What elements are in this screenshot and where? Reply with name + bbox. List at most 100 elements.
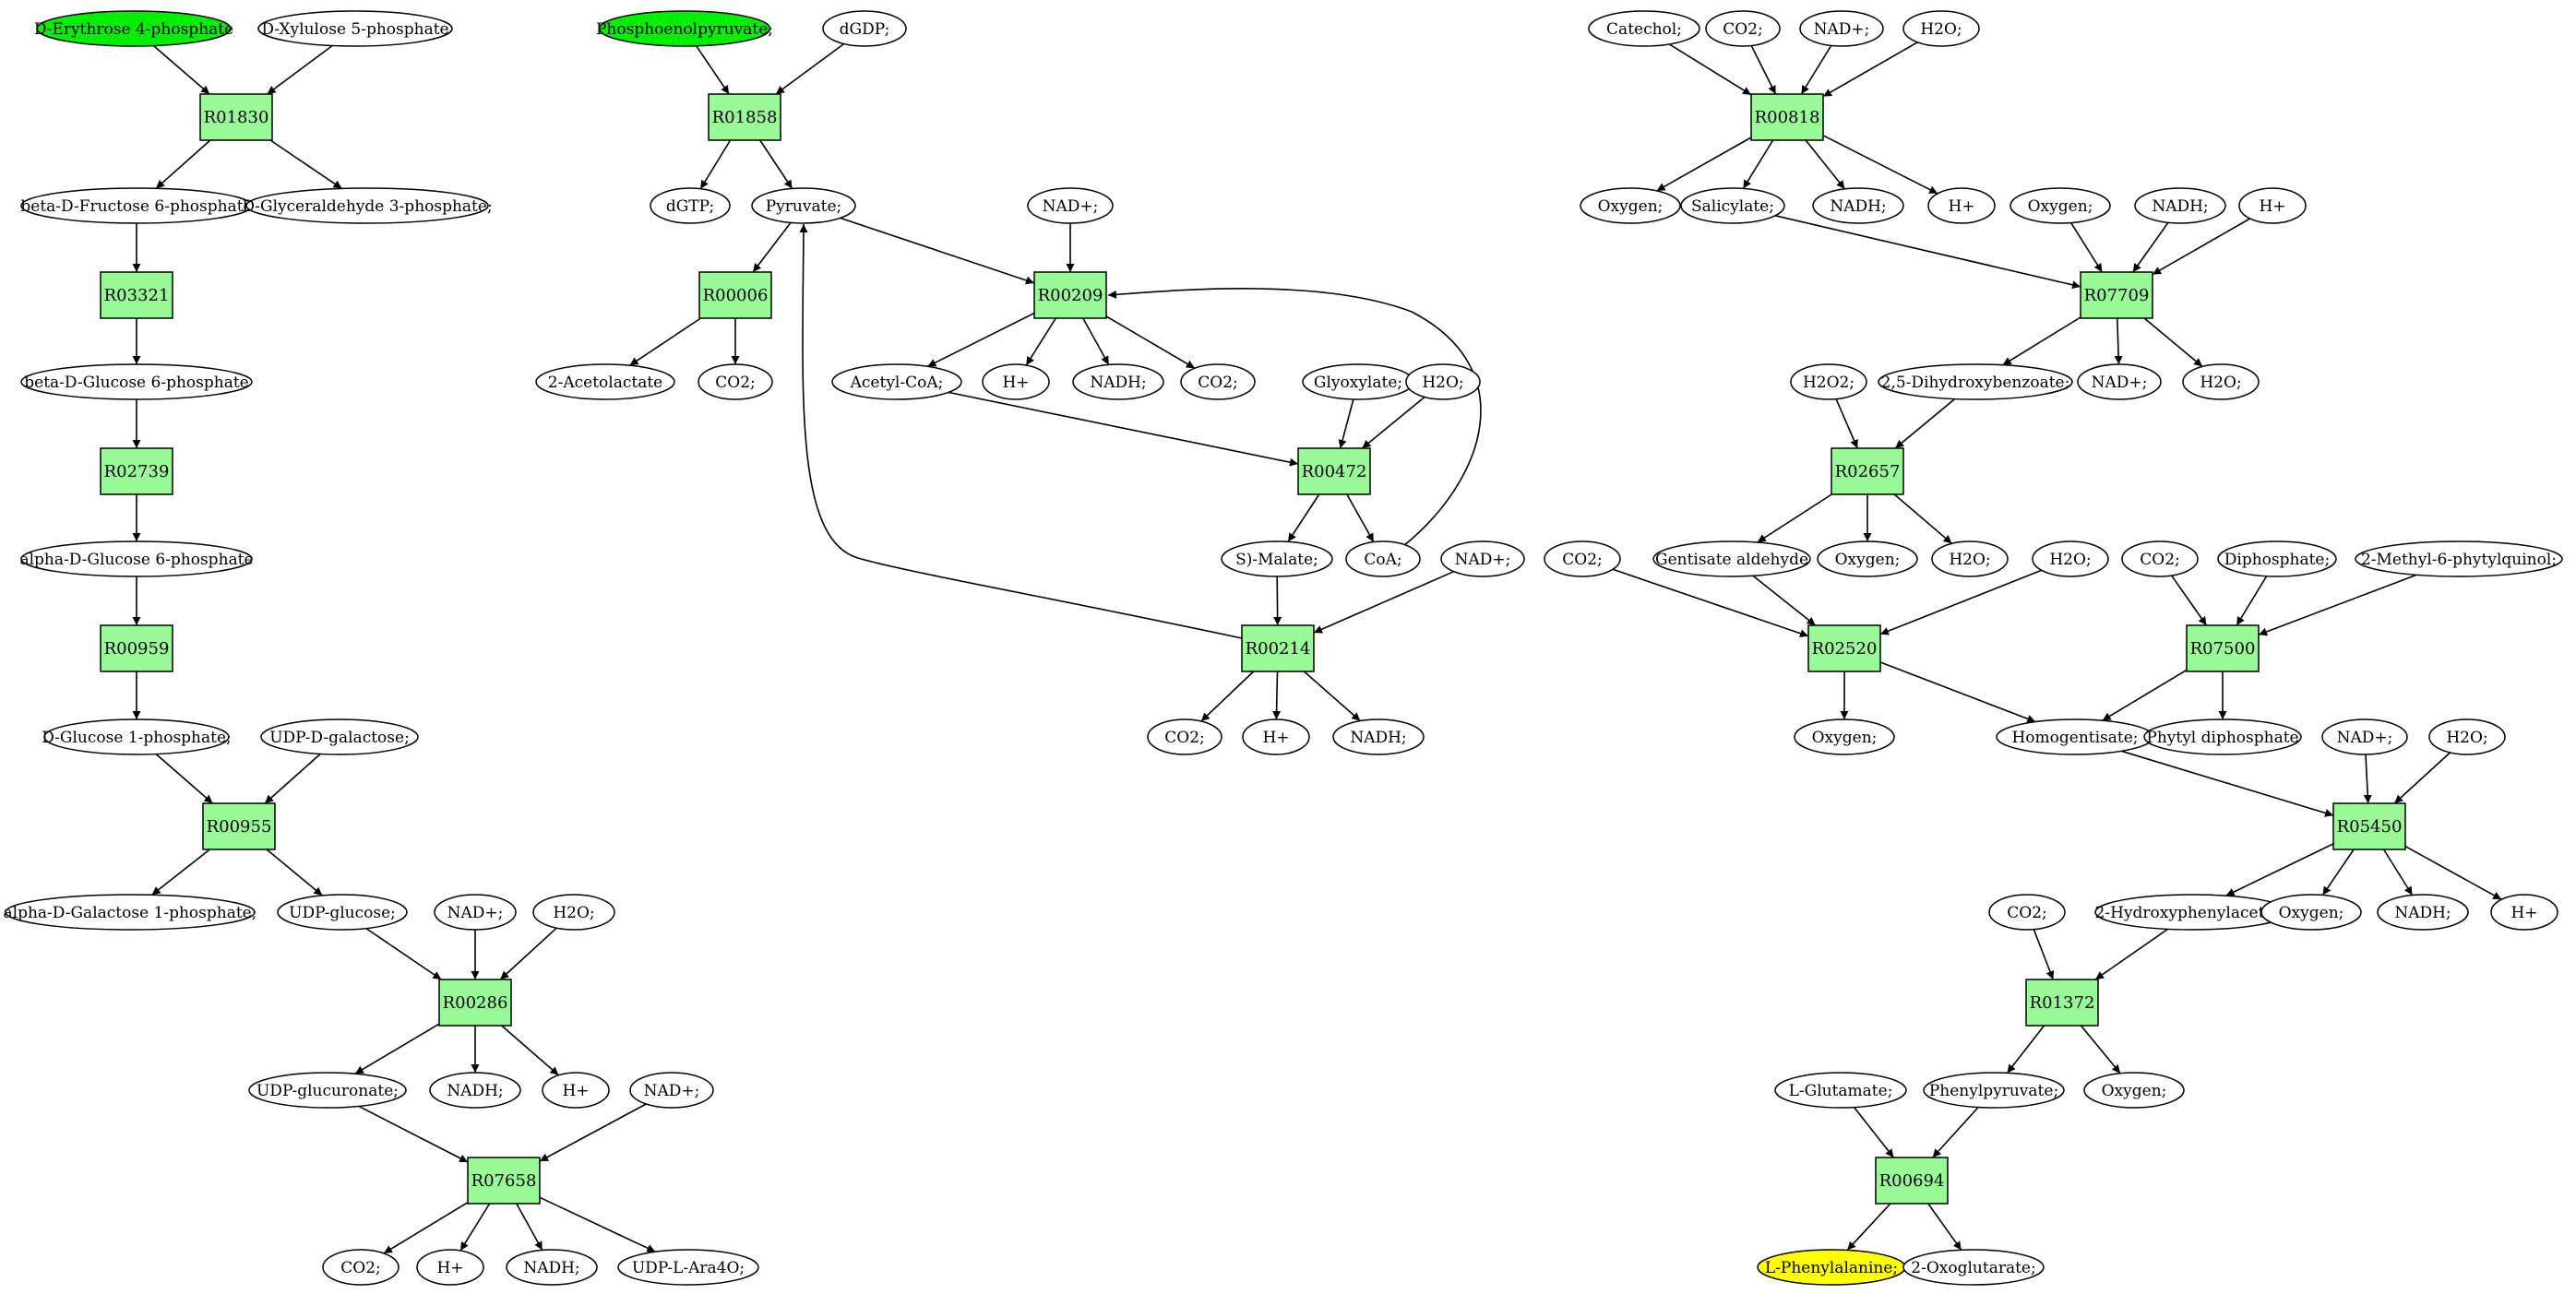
reaction-node-R07500: R07500 — [2186, 624, 2260, 672]
edge-R01830-to-c3 — [155, 139, 211, 189]
edge-R02520-to-c64 — [1879, 661, 2036, 723]
compound-label: 2-Acetolactate — [548, 374, 662, 392]
compound-ellipse — [2377, 894, 2469, 931]
compound-ellipse — [1580, 187, 1681, 224]
edge-c28-to-R00472 — [948, 391, 1299, 467]
reaction-label: R01372 — [2030, 993, 2095, 1013]
edge-R00472-to-c35 — [1346, 493, 1375, 542]
edge-R01372-to-c74 — [2006, 1025, 2045, 1074]
compound-label: dGDP; — [840, 20, 890, 39]
reaction-label: R02520 — [1812, 639, 1878, 659]
compound-ellipse — [1817, 540, 1918, 577]
compound-node-c68: CO2; — [1988, 894, 2066, 931]
edge-R07709-to-c54 — [2143, 317, 2203, 368]
reaction-box — [1750, 93, 1824, 141]
compound-label: NADH; — [1350, 729, 1406, 747]
edge-R02657-to-c57 — [1893, 493, 1953, 544]
compound-node-c45: Salicylate; — [1680, 187, 1785, 224]
reaction-label: R07658 — [471, 1171, 537, 1191]
compound-ellipse — [1680, 187, 1785, 224]
reaction-label: R05450 — [2337, 817, 2403, 837]
compound-node-c48: Oxygen; — [2010, 187, 2111, 224]
compound-node-c16: NAD+; — [629, 1072, 714, 1109]
compound-node-c67: H2O; — [2428, 718, 2506, 755]
compound-label: CO2; — [1164, 729, 1205, 747]
compound-ellipse — [2355, 540, 2563, 577]
edge-R05450-to-c69 — [2225, 843, 2334, 896]
compound-node-c56: Oxygen; — [1817, 540, 1918, 577]
edge-R07500-to-c64 — [2102, 669, 2188, 721]
compound-label: NADH; — [2152, 197, 2208, 216]
compound-label: NADH; — [523, 1259, 579, 1277]
compound-label: dGTP; — [666, 197, 714, 216]
reaction-label: R01858 — [712, 108, 778, 127]
compound-node-c65: Phytyl diphosphate — [2143, 718, 2302, 755]
compound-label: Oxygen; — [2279, 904, 2344, 922]
edge-R00818-to-c44 — [1656, 137, 1752, 192]
edge-c8-to-R00955 — [264, 753, 321, 804]
compound-label: NAD+; — [447, 904, 504, 922]
edge-R00472-to-c34 — [1287, 493, 1320, 542]
compound-ellipse — [2143, 718, 2302, 755]
compound-label: CO2; — [2140, 551, 2180, 569]
compound-label: Acetyl-CoA; — [850, 374, 944, 392]
compound-label: Oxygen; — [1598, 197, 1664, 216]
edge-R05450-to-c72 — [2404, 845, 2502, 900]
compound-ellipse — [1705, 10, 1781, 47]
compound-ellipse — [535, 363, 675, 400]
compound-label: UDP-L-Ara4O; — [632, 1259, 745, 1277]
reaction-node-R01858: R01858 — [708, 93, 781, 141]
compound-ellipse — [36, 10, 232, 47]
edge-R00694-to-c77 — [1927, 1203, 1962, 1251]
compound-node-c44: Oxygen; — [1580, 187, 1681, 224]
compound-label: Phosphoenolpyruvate; — [596, 20, 773, 39]
reaction-label: R00818 — [1755, 108, 1820, 127]
edge-R07658-to-c18 — [459, 1203, 491, 1252]
edge-c16-to-R07658 — [539, 1103, 647, 1162]
compound-node-c43: H2O; — [1902, 10, 1980, 47]
compound-node-c15: H+ — [542, 1072, 610, 1109]
edge-c49-to-R07709 — [2132, 221, 2169, 273]
edges-layer — [132, 42, 2502, 1254]
compound-label: H2O; — [2446, 729, 2487, 747]
compound-ellipse — [1988, 894, 2066, 931]
edge-R00209-to-c31 — [1105, 315, 1196, 369]
compound-ellipse — [322, 1249, 400, 1286]
compound-node-c14: NADH; — [429, 1072, 521, 1109]
compound-label: NADH; — [1830, 197, 1886, 216]
compound-ellipse — [2121, 540, 2199, 577]
compound-node-c77: 2-Oxoglutarate; — [1902, 1249, 2045, 1286]
compound-label: H+ — [2259, 197, 2285, 216]
compound-node-c42: NAD+; — [1799, 10, 1884, 47]
edge-R07709-to-c52 — [2002, 316, 2081, 366]
reaction-box — [100, 624, 173, 672]
compound-node-c12: H2O; — [532, 894, 615, 931]
reaction-box — [2025, 979, 2099, 1027]
compound-label: alpha-D-Galactose 1-phosphate; — [4, 904, 257, 922]
compound-label: L-Glutamate; — [1789, 1082, 1893, 1100]
edge-R01372-to-c75 — [2080, 1025, 2121, 1074]
compound-node-c63: Oxygen; — [1794, 718, 1895, 755]
compound-node-c47: H+ — [1927, 187, 1996, 224]
reaction-box — [2186, 624, 2260, 672]
reaction-node-R07658: R07658 — [467, 1157, 541, 1205]
compound-node-c51: H2O2; — [1790, 363, 1867, 400]
compound-label: Phytyl diphosphate — [2146, 729, 2298, 747]
edge-R00955-to-c10 — [266, 849, 323, 896]
compound-ellipse — [277, 894, 408, 931]
edge-c64-to-R05450 — [2121, 750, 2334, 817]
compound-label: Phenylpyruvate; — [1929, 1082, 2058, 1100]
compound-ellipse — [532, 894, 615, 931]
edge-R00209-to-c28 — [927, 312, 1035, 368]
reaction-box — [1831, 447, 1904, 495]
compound-ellipse — [506, 1249, 598, 1286]
edge-c68-to-R01372 — [2033, 929, 2055, 980]
compound-label: H+ — [562, 1082, 589, 1100]
compound-ellipse — [1180, 363, 1256, 400]
edge-c50-to-R07709 — [2152, 218, 2250, 276]
compound-label: 2-Oxoglutarate; — [1911, 1259, 2035, 1277]
compound-label: UDP-glucose; — [289, 904, 396, 922]
edge-c22-to-R01858 — [775, 42, 845, 95]
compound-label: H2O; — [1949, 551, 1990, 569]
compound-node-c69: 2-Hydroxyphenylacetate — [2094, 894, 2290, 931]
